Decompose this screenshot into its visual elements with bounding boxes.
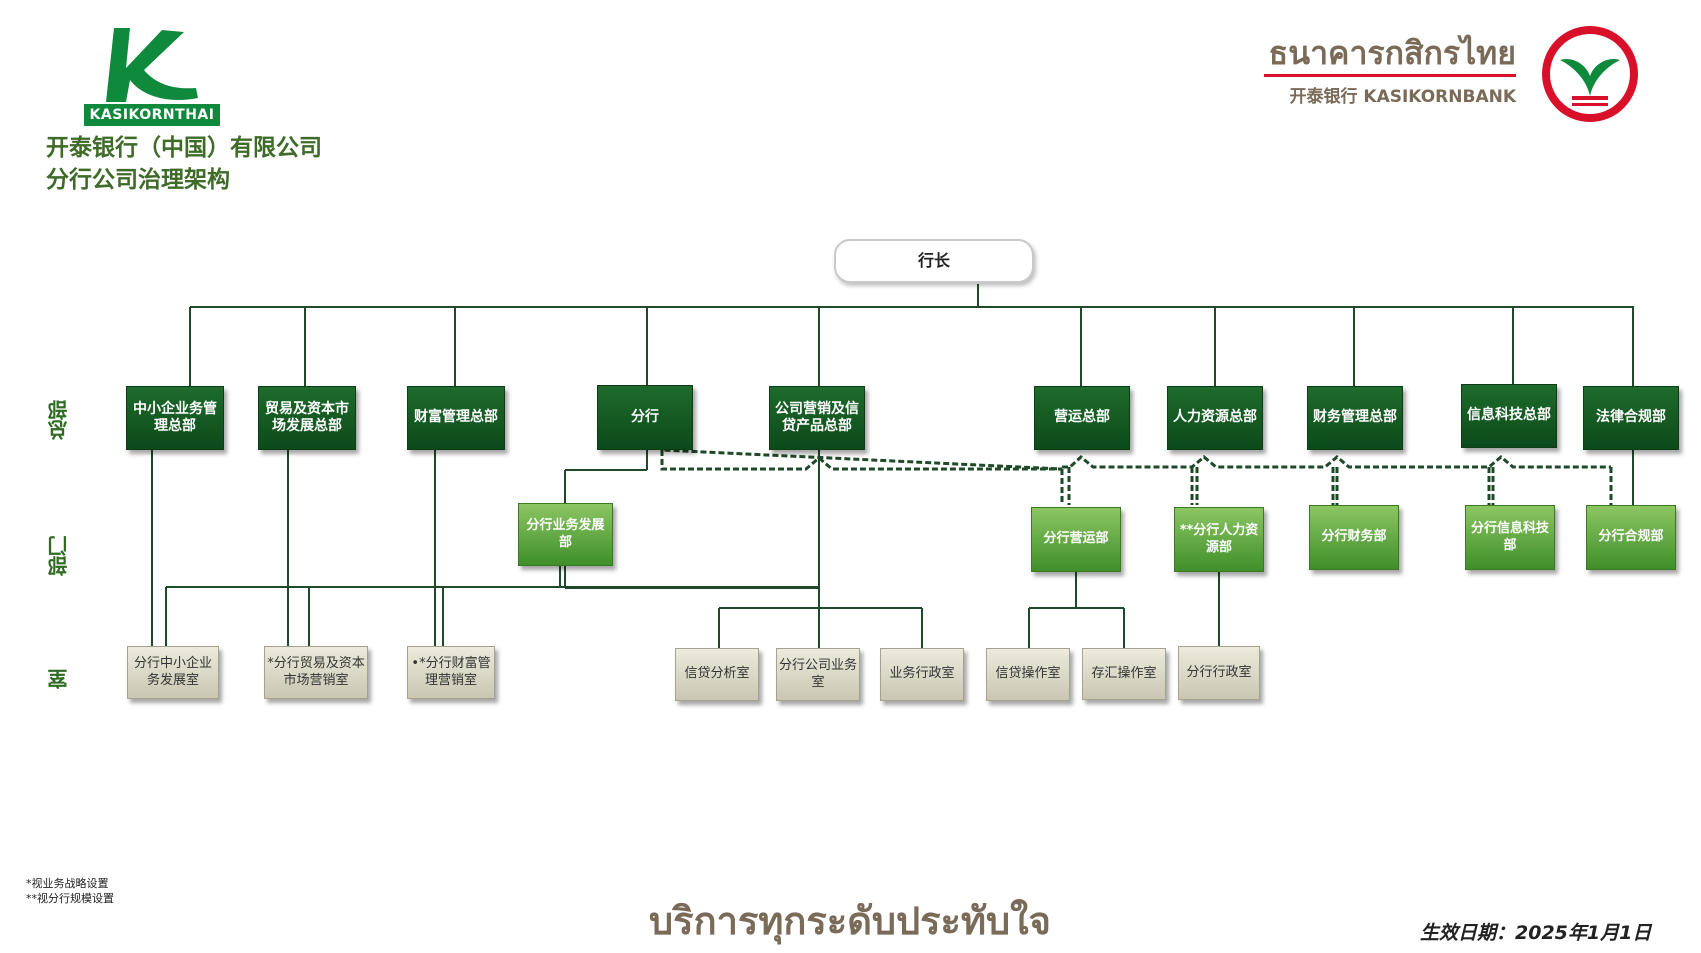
hq-branch[interactable]: 分行 <box>597 385 693 450</box>
hq-human-resources[interactable]: 人力资源总部 <box>1167 386 1263 450</box>
dept-branch-operations[interactable]: 分行营运部 <box>1031 507 1121 572</box>
slogan: บริการทุกระดับประทับใจ <box>649 899 1051 943</box>
hq-wealth-management[interactable]: 财富管理总部 <box>407 386 505 450</box>
room-credit-analysis[interactable]: 信贷分析室 <box>675 648 759 701</box>
node-president[interactable]: 行长 <box>834 239 1034 283</box>
bank-name-underline <box>1264 74 1516 77</box>
page-title: 开泰银行（中国）有限公司 分行公司治理架构 <box>46 132 322 196</box>
kasikornbank-logo: ธนาคารกสิกรไทย 开泰银行 KASIKORNBANK <box>1256 26 1646 126</box>
hq-corporate-credit[interactable]: 公司营销及信贷产品总部 <box>769 386 865 450</box>
hq-finance[interactable]: 财务管理总部 <box>1307 386 1403 450</box>
footnote-1: *视业务战略设置 <box>26 877 109 890</box>
room-branch-admin[interactable]: 分行行政室 <box>1178 646 1260 700</box>
hq-operations[interactable]: 营运总部 <box>1034 386 1130 450</box>
bank-name-thai: ธนาคารกสิกรไทย <box>1268 34 1516 72</box>
dept-branch-business-dev[interactable]: 分行业务发展部 <box>518 503 613 566</box>
footnotes: *视业务战略设置 **视分行规模设置 <box>26 876 114 906</box>
dept-branch-hr[interactable]: **分行人力资源部 <box>1174 507 1264 572</box>
dept-branch-finance[interactable]: 分行财务部 <box>1309 505 1399 570</box>
hq-sme-business[interactable]: 中小企业务管理总部 <box>126 386 224 450</box>
bank-seal-icon <box>1542 26 1638 122</box>
room-corporate-business[interactable]: 分行公司业务室 <box>776 648 860 701</box>
room-credit-operations[interactable]: 信贷操作室 <box>986 648 1070 701</box>
bank-name-english: 开泰银行 KASIKORNBANK <box>1289 87 1516 107</box>
hq-it[interactable]: 信息科技总部 <box>1461 384 1557 448</box>
hq-legal-compliance[interactable]: 法律合规部 <box>1583 386 1679 450</box>
room-wealth-sales[interactable]: •*分行财富管理营销室 <box>407 646 495 699</box>
kasikornthai-logo-word: KASIKORNTHAI <box>84 104 220 126</box>
room-deposit-remittance-ops[interactable]: 存汇操作室 <box>1082 648 1166 700</box>
effective-date: 生效日期：2025年1月1日 <box>1420 922 1652 944</box>
room-trade-capital-sales[interactable]: *分行贸易及资本市场营销室 <box>264 646 368 699</box>
kasikornthai-logo: KASIKORNTHAI <box>82 24 222 128</box>
title-line-2: 分行公司治理架构 <box>46 167 230 193</box>
room-business-admin[interactable]: 业务行政室 <box>880 648 964 701</box>
hq-trade-capital-markets[interactable]: 贸易及资本市场发展总部 <box>258 386 356 450</box>
title-line-1: 开泰银行（中国）有限公司 <box>46 135 322 161</box>
k-logo-icon <box>106 28 198 102</box>
room-sme-dev[interactable]: 分行中小企业务发展室 <box>127 646 219 699</box>
dept-branch-it[interactable]: 分行信息科技部 <box>1465 505 1555 570</box>
dept-branch-compliance[interactable]: 分行合规部 <box>1586 505 1676 570</box>
footnote-2: **视分行规模设置 <box>26 892 114 905</box>
